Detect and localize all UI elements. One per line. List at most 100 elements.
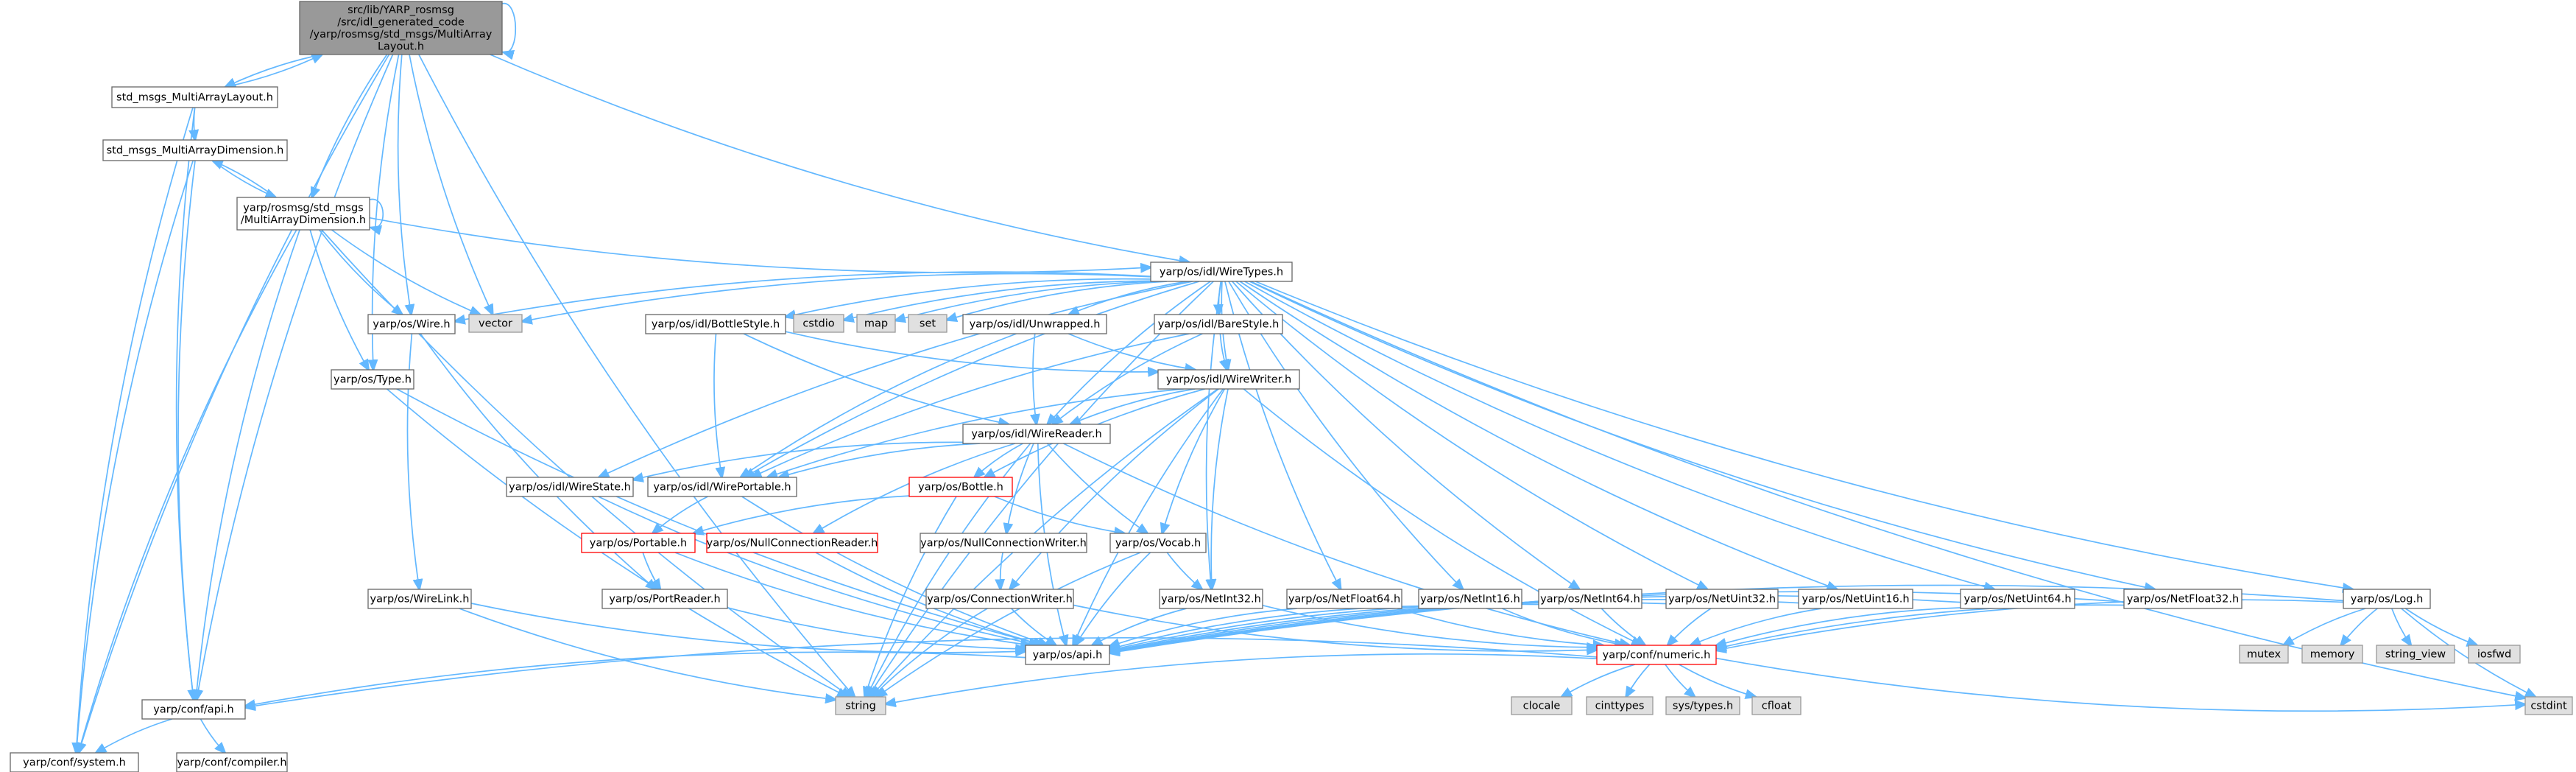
node-type[interactable]: yarp/os/Type.h <box>331 369 414 390</box>
node-box <box>835 696 886 715</box>
edge-unwrapped-to-wirewriter <box>1068 333 1195 370</box>
node-wire[interactable]: yarp/os/Wire.h <box>367 314 456 334</box>
node-wiretypes[interactable]: yarp/os/idl/WireTypes.h <box>1150 262 1293 282</box>
edge-connwriter-to-osapi <box>1011 608 1056 645</box>
node-netuint32[interactable]: yarp/os/NetUint32.h <box>1665 589 1779 609</box>
node-box <box>2468 645 2521 664</box>
node-connwriter[interactable]: yarp/os/ConnectionWriter.h <box>925 589 1074 609</box>
node-box <box>601 589 728 609</box>
node-netint16[interactable]: yarp/os/NetInt16.h <box>1418 589 1522 609</box>
node-box <box>1150 262 1293 282</box>
node-box <box>367 314 456 334</box>
node-label: yarp/conf/api.h <box>153 704 233 716</box>
edge-root-to-wiretypes <box>490 54 1189 262</box>
node-box <box>1960 589 2075 609</box>
node-root[interactable]: src/lib/YARP_rosmsg/src/idl_generated_co… <box>299 1 503 55</box>
edge-wire-to-wirelink <box>406 333 419 589</box>
edge-wirereader-to-wirestate <box>633 441 964 480</box>
node-cstdint: cstdint <box>2524 696 2573 715</box>
node-std_layout[interactable]: std_msgs_MultiArrayLayout.h <box>111 86 278 108</box>
node-wirewriter[interactable]: yarp/os/idl/WireWriter.h <box>1157 369 1300 390</box>
node-bottle[interactable]: yarp/os/Bottle.h <box>908 477 1013 497</box>
edge-layer <box>76 3 2535 753</box>
node-label: yarp/os/idl/WireTypes.h <box>1160 267 1283 278</box>
node-compiler[interactable]: yarp/conf/compiler.h <box>176 752 288 772</box>
edge-confapi-to-compiler <box>200 718 225 753</box>
node-netint64[interactable]: yarp/os/NetInt64.h <box>1538 589 1642 609</box>
node-box <box>141 699 246 720</box>
node-label: yarp/os/Type.h <box>334 374 412 386</box>
node-vocab[interactable]: yarp/os/Vocab.h <box>1109 533 1207 553</box>
node-portable[interactable]: yarp/os/Portable.h <box>581 533 696 553</box>
node-nullconnwriter[interactable]: yarp/os/NullConnectionWriter.h <box>920 533 1087 553</box>
edge-wirewriter-to-netint32 <box>1211 388 1229 589</box>
node-box <box>647 477 797 497</box>
node-wirelink[interactable]: yarp/os/WireLink.h <box>367 589 472 609</box>
node-box <box>2376 645 2455 664</box>
edge-wirereader-to-nullconnwriter <box>1006 443 1034 533</box>
node-box <box>2343 589 2431 609</box>
node-cinttypes: cinttypes <box>1586 696 1654 715</box>
edge-root-to-wire <box>397 54 412 315</box>
node-label: src/lib/YARP_rosmsg <box>347 4 454 16</box>
node-label: yarp/os/NetInt64.h <box>1540 594 1640 606</box>
node-label: yarp/os/NullConnectionReader.h <box>707 538 878 550</box>
edge-confapi-to-system <box>96 718 173 753</box>
node-box <box>1157 369 1300 390</box>
node-map: map <box>856 314 896 333</box>
node-netfloat32[interactable]: yarp/os/NetFloat32.h <box>2123 589 2242 609</box>
node-netuint64[interactable]: yarp/os/NetUint64.h <box>1960 589 2075 609</box>
edge-wirewriter-to-wirereader <box>1070 388 1196 424</box>
node-rosdim[interactable]: yarp/rosmsg/std_msgs/MultiArrayDimension… <box>236 197 370 231</box>
node-clocale: clocale <box>1511 696 1573 715</box>
edge-wiretypes-to-wireportable <box>744 281 1200 477</box>
node-numeric[interactable]: yarp/conf/numeric.h <box>1596 645 1717 665</box>
edge-wiretypes-to-string <box>868 281 1214 697</box>
edge-numeric-to-cstdint <box>1715 657 2525 712</box>
edge-netfloat64-to-numeric <box>1397 608 1603 645</box>
node-netuint16[interactable]: yarp/os/NetUint16.h <box>1798 589 1913 609</box>
edge-wirelink-to-string <box>459 608 836 700</box>
node-box <box>2524 696 2573 715</box>
node-unwrapped[interactable]: yarp/os/idl/Unwrapped.h <box>962 314 1107 334</box>
edge-std_layout-to-root <box>225 55 322 88</box>
node-box <box>1665 696 1740 715</box>
node-barestyle[interactable]: yarp/os/idl/BareStyle.h <box>1154 314 1283 334</box>
node-wirereader[interactable]: yarp/os/idl/WireReader.h <box>962 424 1111 444</box>
edge-wiretypes-to-wirestate <box>599 281 1193 477</box>
node-box <box>908 477 1013 497</box>
edge-rosdim-to-std_dim <box>213 161 276 198</box>
node-wireportable[interactable]: yarp/os/idl/WirePortable.h <box>647 477 797 497</box>
edge-log-to-memory <box>2341 608 2378 645</box>
node-box <box>468 314 523 333</box>
node-label: yarp/os/NetFloat32.h <box>2127 594 2239 606</box>
edge-numeric-to-cinttypes <box>1626 664 1651 697</box>
edge-std_layout-to-system <box>76 107 194 753</box>
edge-bottle-to-vocab <box>994 496 1124 533</box>
edge-numeric-to-clocale <box>1562 664 1635 697</box>
edge-wiretypes-to-cstdint <box>1250 281 2525 698</box>
node-log[interactable]: yarp/os/Log.h <box>2343 589 2431 609</box>
node-box <box>962 424 1111 444</box>
node-label: yarp/os/idl/WirePortable.h <box>653 482 791 494</box>
node-netint32[interactable]: yarp/os/NetInt32.h <box>1159 589 1263 609</box>
node-wirestate[interactable]: yarp/os/idl/WireState.h <box>506 477 634 497</box>
node-confapi[interactable]: yarp/conf/api.h <box>141 699 246 720</box>
node-portreader[interactable]: yarp/os/PortReader.h <box>601 589 728 609</box>
node-std_dim[interactable]: std_msgs_MultiArrayDimension.h <box>102 139 288 161</box>
node-netfloat64[interactable]: yarp/os/NetFloat64.h <box>1286 589 1402 609</box>
edge-wiretypes-to-netint64 <box>1232 281 1580 589</box>
node-osapi[interactable]: yarp/os/api.h <box>1025 645 1110 665</box>
node-cstdio: cstdio <box>793 314 844 333</box>
edge-bottle-to-portable <box>694 495 910 533</box>
edge-netint32-to-osapi <box>1092 608 1187 645</box>
edge-root-to-vector <box>409 54 493 315</box>
node-bottlestyle[interactable]: yarp/os/idl/BottleStyle.h <box>645 314 786 334</box>
node-nullconnreader[interactable]: yarp/os/NullConnectionReader.h <box>706 533 878 553</box>
edge-numeric-to-cfloat <box>1679 664 1756 697</box>
edge-wire-to-portreader <box>420 333 656 589</box>
node-system[interactable]: yarp/conf/system.h <box>10 752 139 772</box>
edge-wiretypes-to-netuint16 <box>1239 281 1837 589</box>
edge-bottle-to-string <box>865 496 957 697</box>
edge-root-to-root <box>502 3 517 53</box>
